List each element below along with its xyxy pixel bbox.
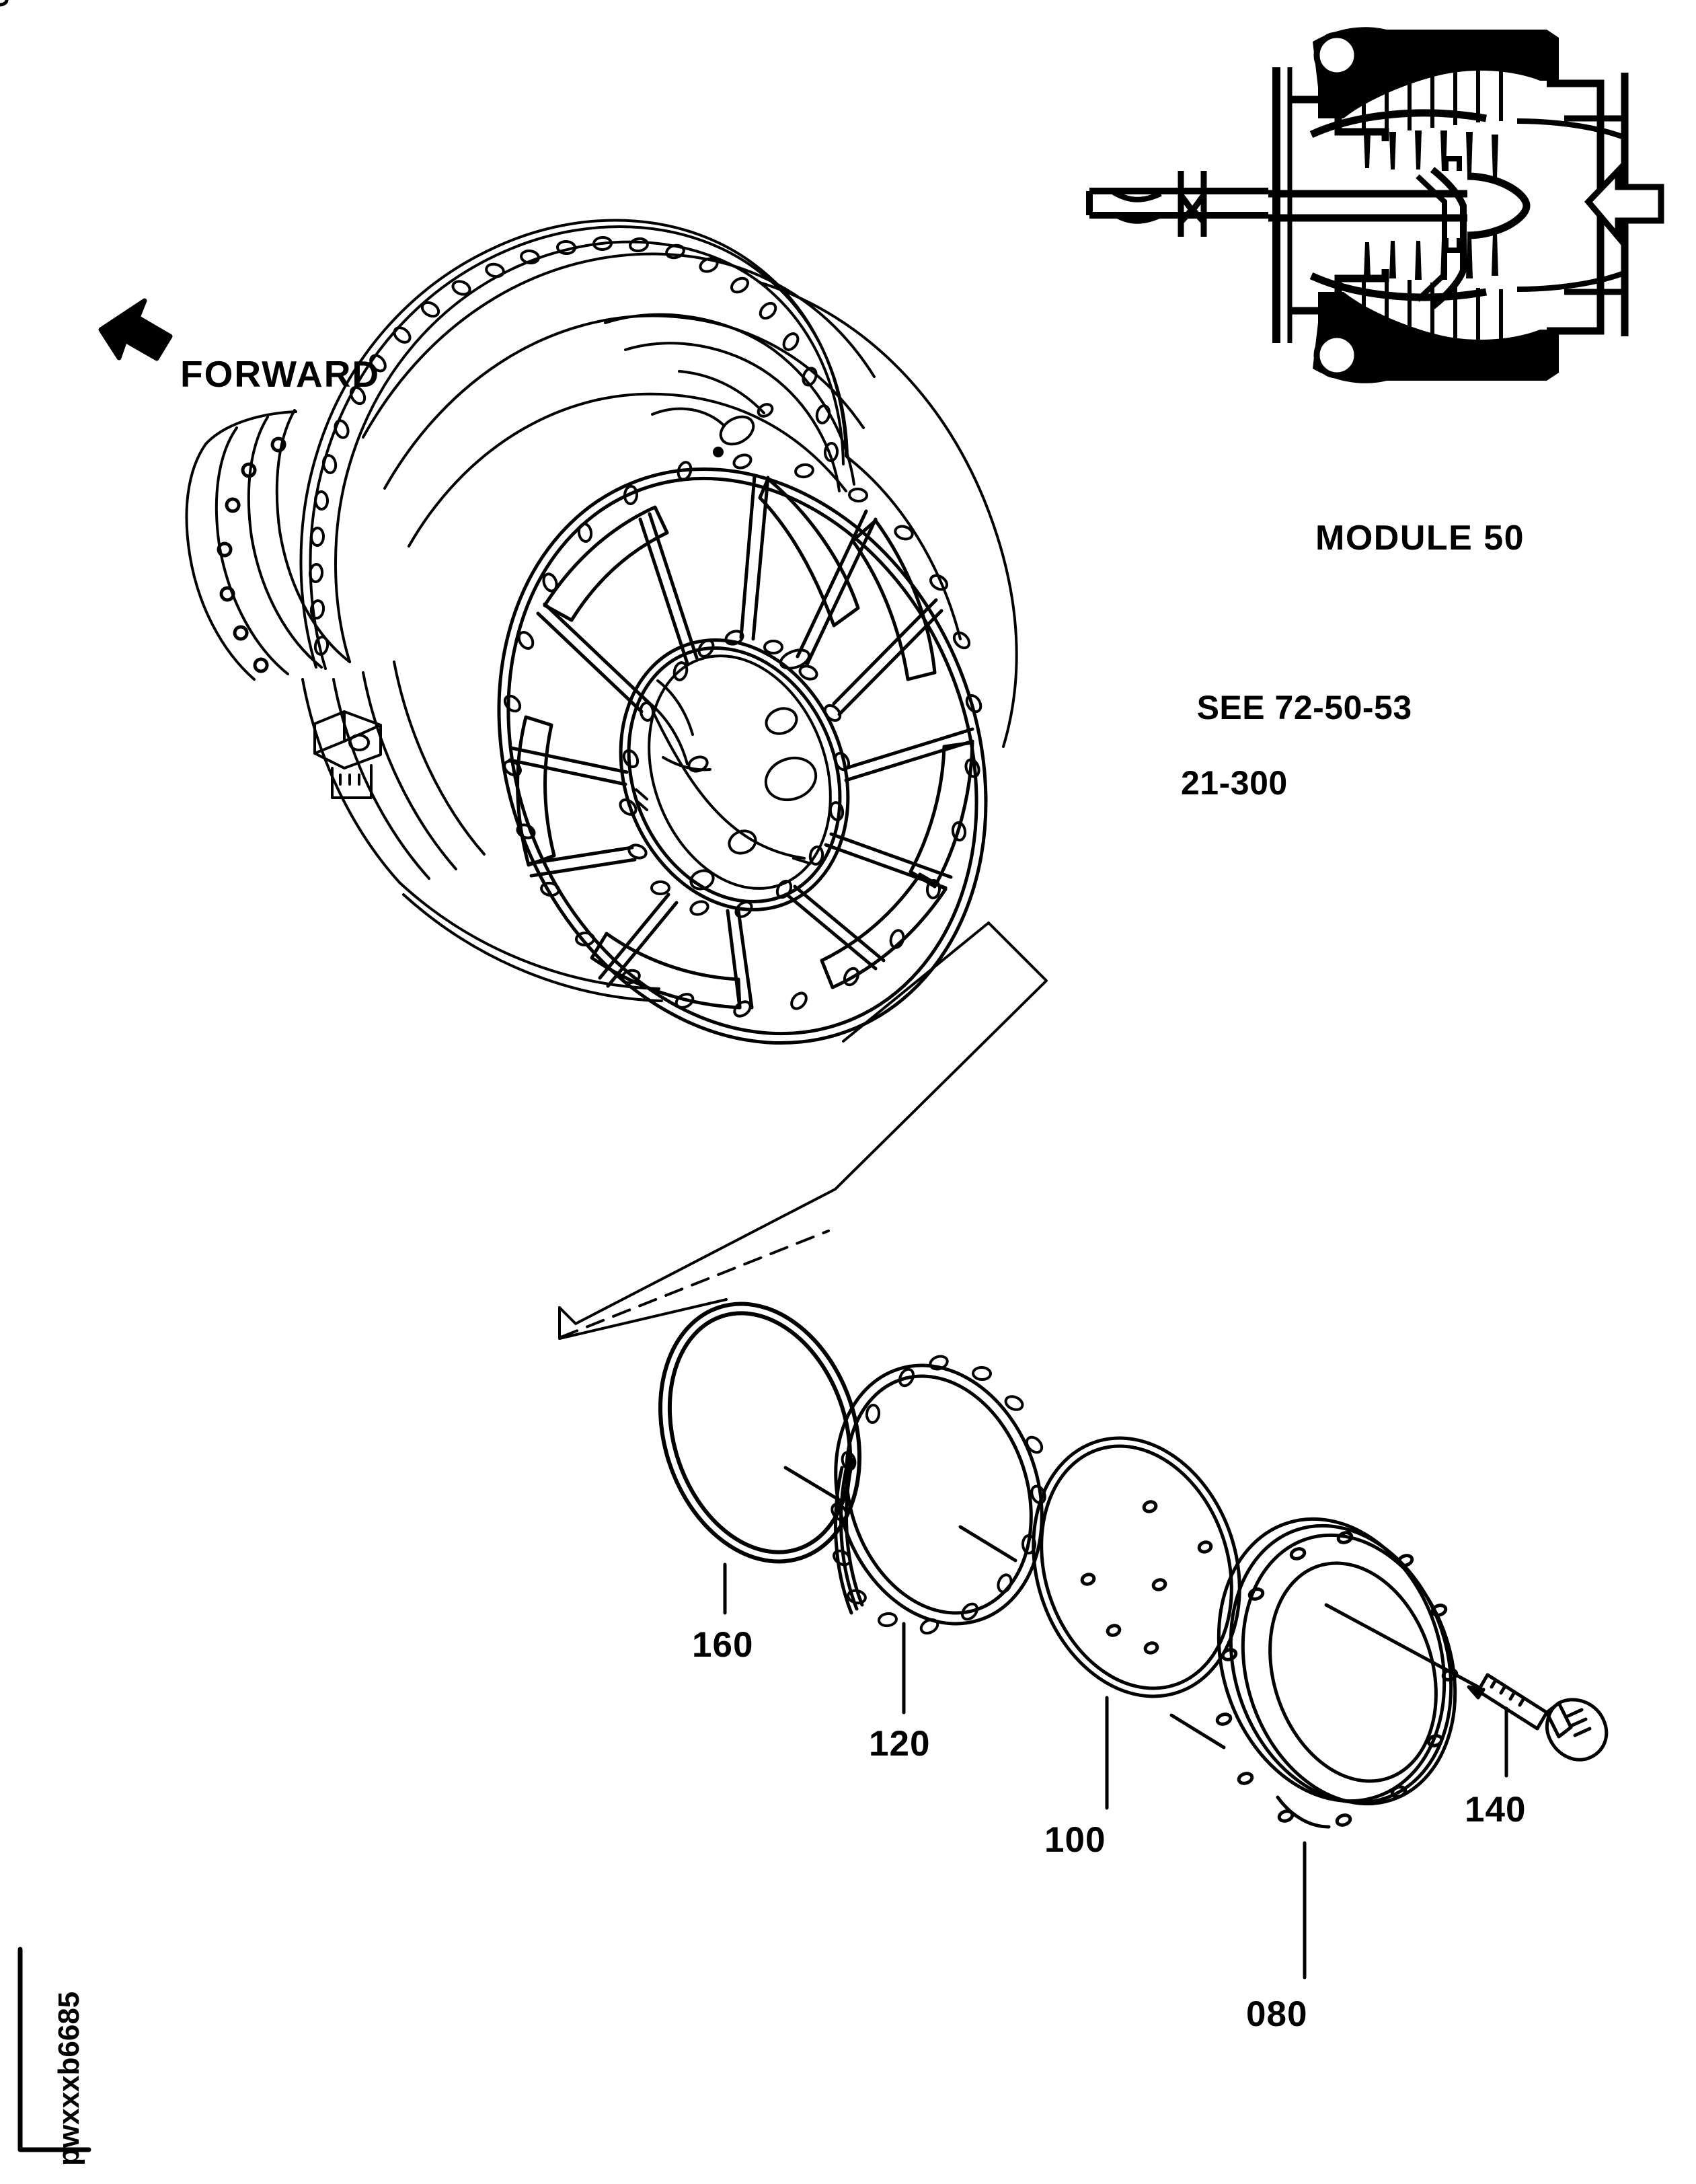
callout-number-140: 140: [1465, 1790, 1527, 1830]
detail-view-indicator: [558, 921, 1048, 1340]
forward-arrow-icon: [98, 298, 173, 361]
sheet-corner-bracket: [17, 1947, 91, 2152]
callout-number-120: 120: [869, 1724, 931, 1764]
forward-flange-rim: [299, 219, 849, 670]
part-160-o-ring-seal: [658, 1302, 862, 1564]
callout-number-100: 100: [1044, 1820, 1106, 1860]
bearing-housing: [185, 409, 351, 681]
callout-number-160: 160: [692, 1625, 754, 1665]
part-080-flanged-cover: [0, 0, 1459, 1829]
module-50-caption: MODULE 50: [1315, 519, 1525, 558]
callout-number-080: 080: [1246, 1994, 1308, 2034]
case-mount-bracket: [313, 710, 382, 799]
reference-callout: SEE 72-50-53 21-300: [1158, 651, 1412, 877]
leader-100: [1105, 1696, 1226, 1810]
exhaust-case-vane-ring: [497, 451, 988, 1045]
turbine-vanes: [508, 474, 974, 1010]
part-140-bolt: [1324, 1603, 1609, 1778]
part-120-gasket: [804, 1339, 1075, 1651]
forward-direction-label: FORWARD: [180, 353, 381, 395]
flow-direction-arrow-icon: [1584, 163, 1664, 246]
hub-face-plate: [635, 648, 832, 891]
reference-callout-line1: SEE 72-50-53: [1196, 689, 1412, 726]
part-100-cover-plate: [1032, 1436, 1241, 1698]
leader-120: [902, 1525, 1017, 1715]
reference-callout-line2: 21-300: [1181, 764, 1288, 802]
leader-160: [723, 1466, 841, 1615]
sheet-watermark: pwxxxb6685: [52, 1991, 85, 2166]
module-50-cross-section: [1086, 27, 1664, 383]
outer-flange-ring: [497, 451, 988, 1045]
turbine-exhaust-case-assembly: [185, 219, 1018, 1002]
